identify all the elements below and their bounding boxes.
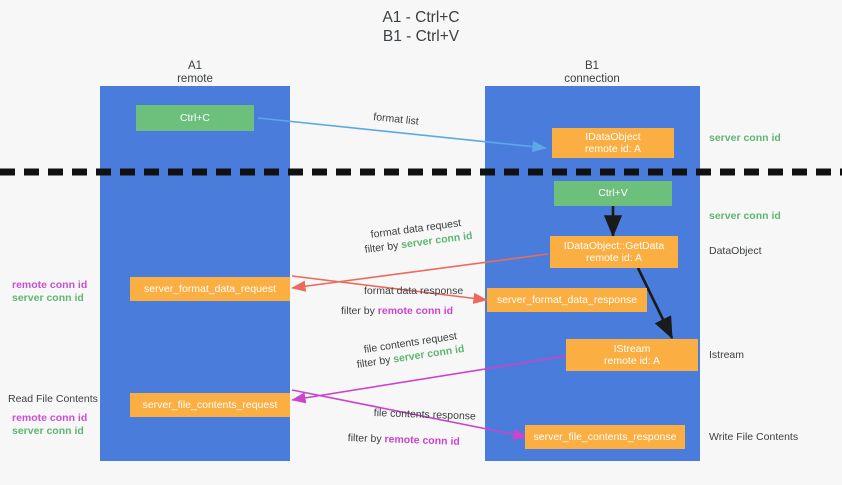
filter-prefix: filter by xyxy=(356,353,395,371)
filter-prefix: filter by xyxy=(347,432,385,446)
label-right-istream: Istream xyxy=(709,349,745,361)
box-server-format-data-response[interactable]: server_format_data_response xyxy=(487,288,647,312)
label-left-remote-conn-id-2: remote conn id xyxy=(12,412,88,424)
box-ctrl-v[interactable]: Ctrl+V xyxy=(554,181,672,206)
lane-a1-name: A1 xyxy=(187,60,203,72)
filter-value-remote-conn-id: remote conn id xyxy=(384,433,460,448)
box-server-file-contents-request-label: server_file_contents_request xyxy=(142,398,278,411)
box-getdata-line1: IDataObject::GetData xyxy=(563,239,665,252)
box-server-file-contents-response-label: server_file_contents_response xyxy=(533,430,677,443)
label-left-read-file-contents: Read File Contents xyxy=(8,393,98,405)
label-right-server-conn-id-mid: server conn id xyxy=(709,210,781,222)
box-getdata-line2: remote id: A xyxy=(585,252,643,264)
box-istream-line1: IStream xyxy=(613,342,651,355)
title-line-2: B1 - Ctrl+V xyxy=(382,28,460,45)
label-left-remote-conn-id-1: remote conn id xyxy=(12,279,88,291)
box-server-file-contents-request[interactable]: server_file_contents_request xyxy=(130,393,290,417)
box-idataobject[interactable]: IDataObject remote id: A xyxy=(552,128,674,158)
box-server-format-data-response-label: server_format_data_response xyxy=(496,293,638,306)
box-ctrl-c[interactable]: Ctrl+C xyxy=(136,105,254,131)
lane-a1-sub: remote xyxy=(177,73,213,85)
box-ctrl-c-label: Ctrl+C xyxy=(179,111,211,124)
label-format-list: format list xyxy=(372,111,420,128)
box-server-file-contents-response[interactable]: server_file_contents_response xyxy=(525,425,685,449)
box-idataobject-line2: remote id: A xyxy=(584,143,642,155)
label-left-server-conn-id-1: server conn id xyxy=(12,292,84,304)
lane-b1-name: B1 xyxy=(584,60,600,72)
box-istream-line2: remote id: A xyxy=(603,355,661,367)
box-idataobject-line1: IDataObject xyxy=(585,130,641,143)
lane-b1-sub: connection xyxy=(564,73,620,85)
label-right-server-conn-id-top: server conn id xyxy=(709,132,781,144)
box-server-format-data-request[interactable]: server_format_data_request xyxy=(130,277,290,301)
label-format-data-response: format data response xyxy=(364,285,464,297)
box-server-format-data-request-label: server_format_data_request xyxy=(144,282,276,295)
box-idataobject-getdata[interactable]: IDataObject::GetData remote id: A xyxy=(550,236,678,268)
label-right-dataobject: DataObject xyxy=(709,245,762,257)
label-file-contents-response-filter: filter by remote conn id xyxy=(348,432,460,449)
lane-header-b1: B1 connection xyxy=(532,60,652,86)
title-line-1: A1 - Ctrl+C xyxy=(382,9,460,26)
label-right-write-file-contents: Write File Contents xyxy=(709,431,799,443)
label-file-contents-response: file contents response xyxy=(373,407,477,423)
diagram-title: A1 - Ctrl+C B1 - Ctrl+V xyxy=(291,8,551,46)
filter-prefix: filter by xyxy=(364,239,403,256)
filter-value-remote-conn-id: remote conn id xyxy=(377,305,454,317)
label-format-data-response-filter: filter by remote conn id xyxy=(341,305,453,318)
box-ctrl-v-label: Ctrl+V xyxy=(598,187,628,200)
label-left-server-conn-id-2: server conn id xyxy=(12,425,84,437)
filter-prefix: filter by xyxy=(341,305,378,317)
lane-header-a1: A1 remote xyxy=(135,60,255,86)
box-istream[interactable]: IStream remote id: A xyxy=(566,339,698,371)
